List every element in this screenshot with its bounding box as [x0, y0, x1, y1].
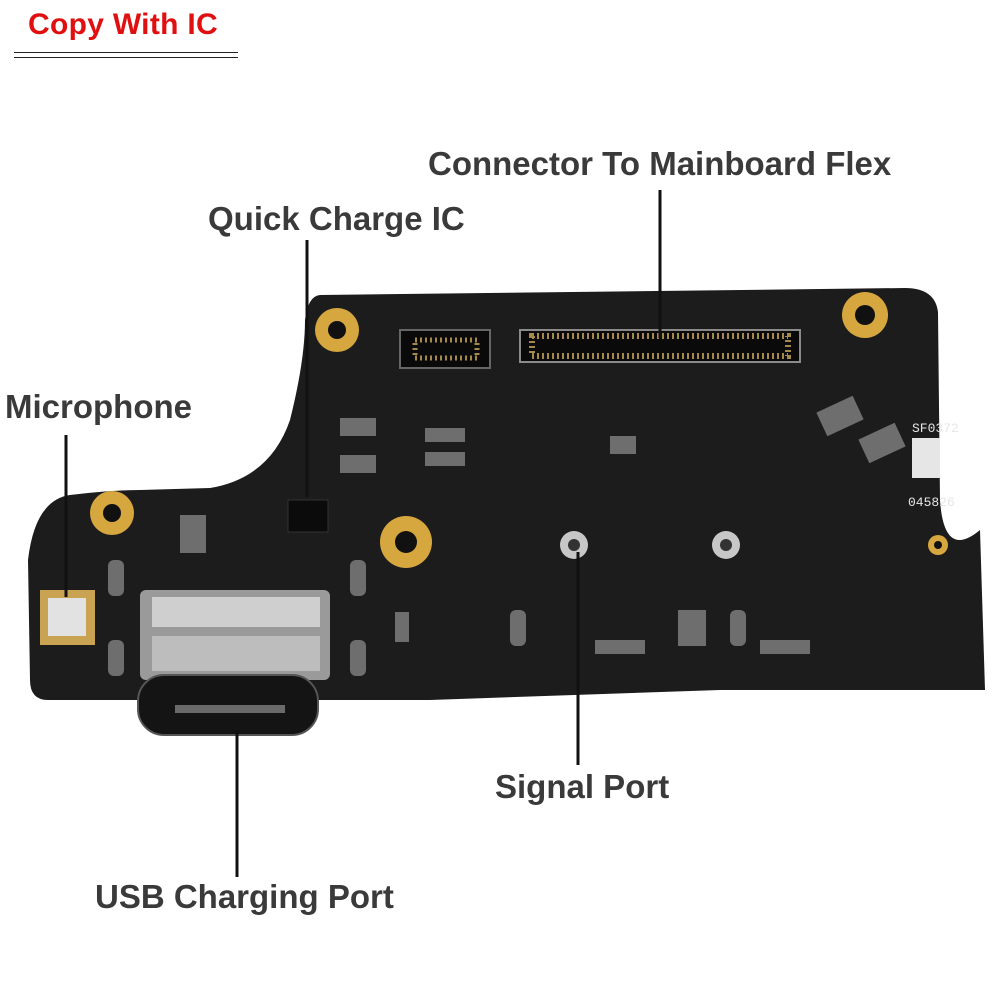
signal-port-connectors: [560, 531, 740, 559]
smd-components: [108, 395, 906, 676]
quick-charge-callout-label: Quick Charge IC: [208, 200, 465, 237]
quick-charge-ic-chip: [287, 499, 329, 533]
copy-with-ic-badge: Copy With IC: [28, 8, 218, 41]
board-marking-bottom: 045826: [908, 495, 955, 510]
usb-c-port-hardware: [137, 590, 330, 736]
usb-port-callout-label: USB Charging Port: [95, 878, 394, 915]
signal-port-callout-label: Signal Port: [495, 768, 670, 805]
qr-code-marking: [912, 438, 940, 478]
mounting-holes: [90, 292, 948, 568]
connector-callout-label: Connector To Mainboard Flex: [428, 145, 892, 182]
microphone-component: [40, 590, 95, 645]
microphone-callout-label: Microphone: [5, 388, 192, 425]
callout-lines: [64, 190, 662, 877]
board-marking-top: SF0372: [912, 421, 959, 436]
small-connector: [399, 329, 491, 369]
badge-underline-2: [14, 57, 238, 58]
badge-underline-1: [14, 52, 238, 53]
